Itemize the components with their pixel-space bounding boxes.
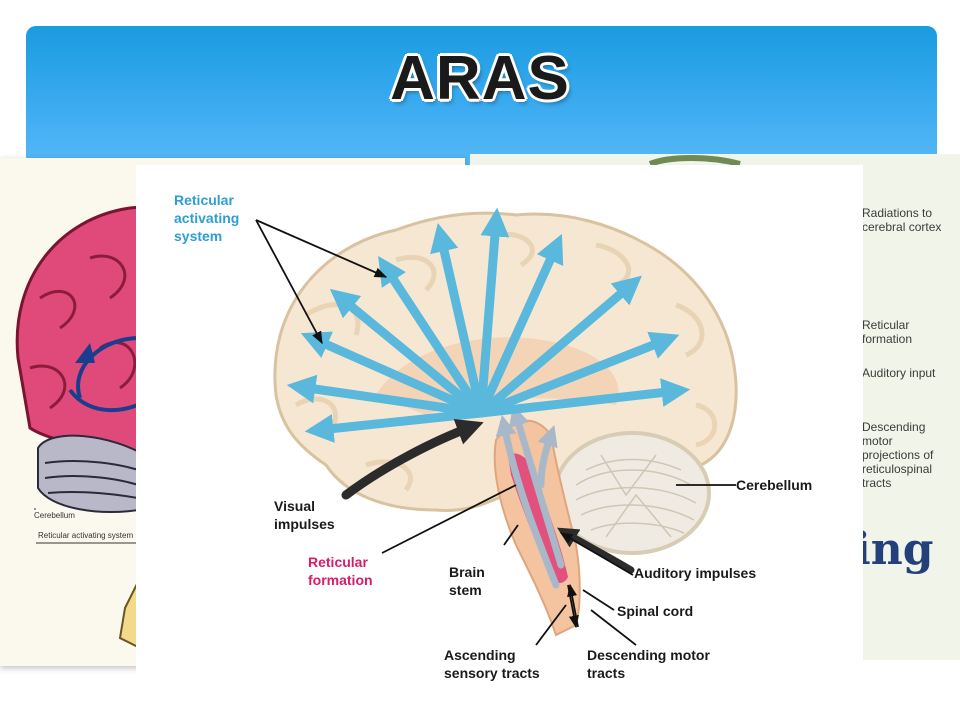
visual-impulse-arrow xyxy=(341,419,484,500)
left-ras-label: Reticular activating system xyxy=(38,531,134,540)
label-cerebellum: Cerebellum xyxy=(736,477,813,493)
label-reticular-activating-system: Reticular activating system xyxy=(174,192,240,244)
right-descending-label: Descending motor projections of reticulo… xyxy=(862,420,934,490)
label-ascending-sensory-tracts: Ascending sensory tracts xyxy=(444,647,540,681)
label-brain-stem: Brain stem xyxy=(449,564,485,598)
label-reticular-formation: Reticular formation xyxy=(308,554,373,588)
label-spinal-cord: Spinal cord xyxy=(617,603,694,619)
left-cerebellum-label: Cerebellum xyxy=(34,511,75,520)
cerebellum-shape xyxy=(553,431,711,555)
slide-title: ARAS xyxy=(390,44,570,113)
right-illustration-fragment xyxy=(648,155,741,167)
radiation-arrows xyxy=(286,207,691,443)
right-word-fragment: ing xyxy=(854,524,934,575)
ras-diagram: Reticular activating system Visual impul… xyxy=(136,165,863,720)
label-auditory-impulses: Auditory impulses xyxy=(634,565,757,581)
brain-sagittal-illustration xyxy=(255,207,738,646)
label-descending-motor-tracts: Descending motor tracts xyxy=(587,647,710,681)
right-reticular-formation-label: Reticular formation xyxy=(862,318,913,346)
right-radiations-label: Radiations to cerebral cortex xyxy=(862,206,942,234)
right-auditory-input-label: Auditory input xyxy=(862,366,936,380)
slide-header xyxy=(26,26,937,166)
label-visual-impulses: Visual impulses xyxy=(274,498,335,532)
